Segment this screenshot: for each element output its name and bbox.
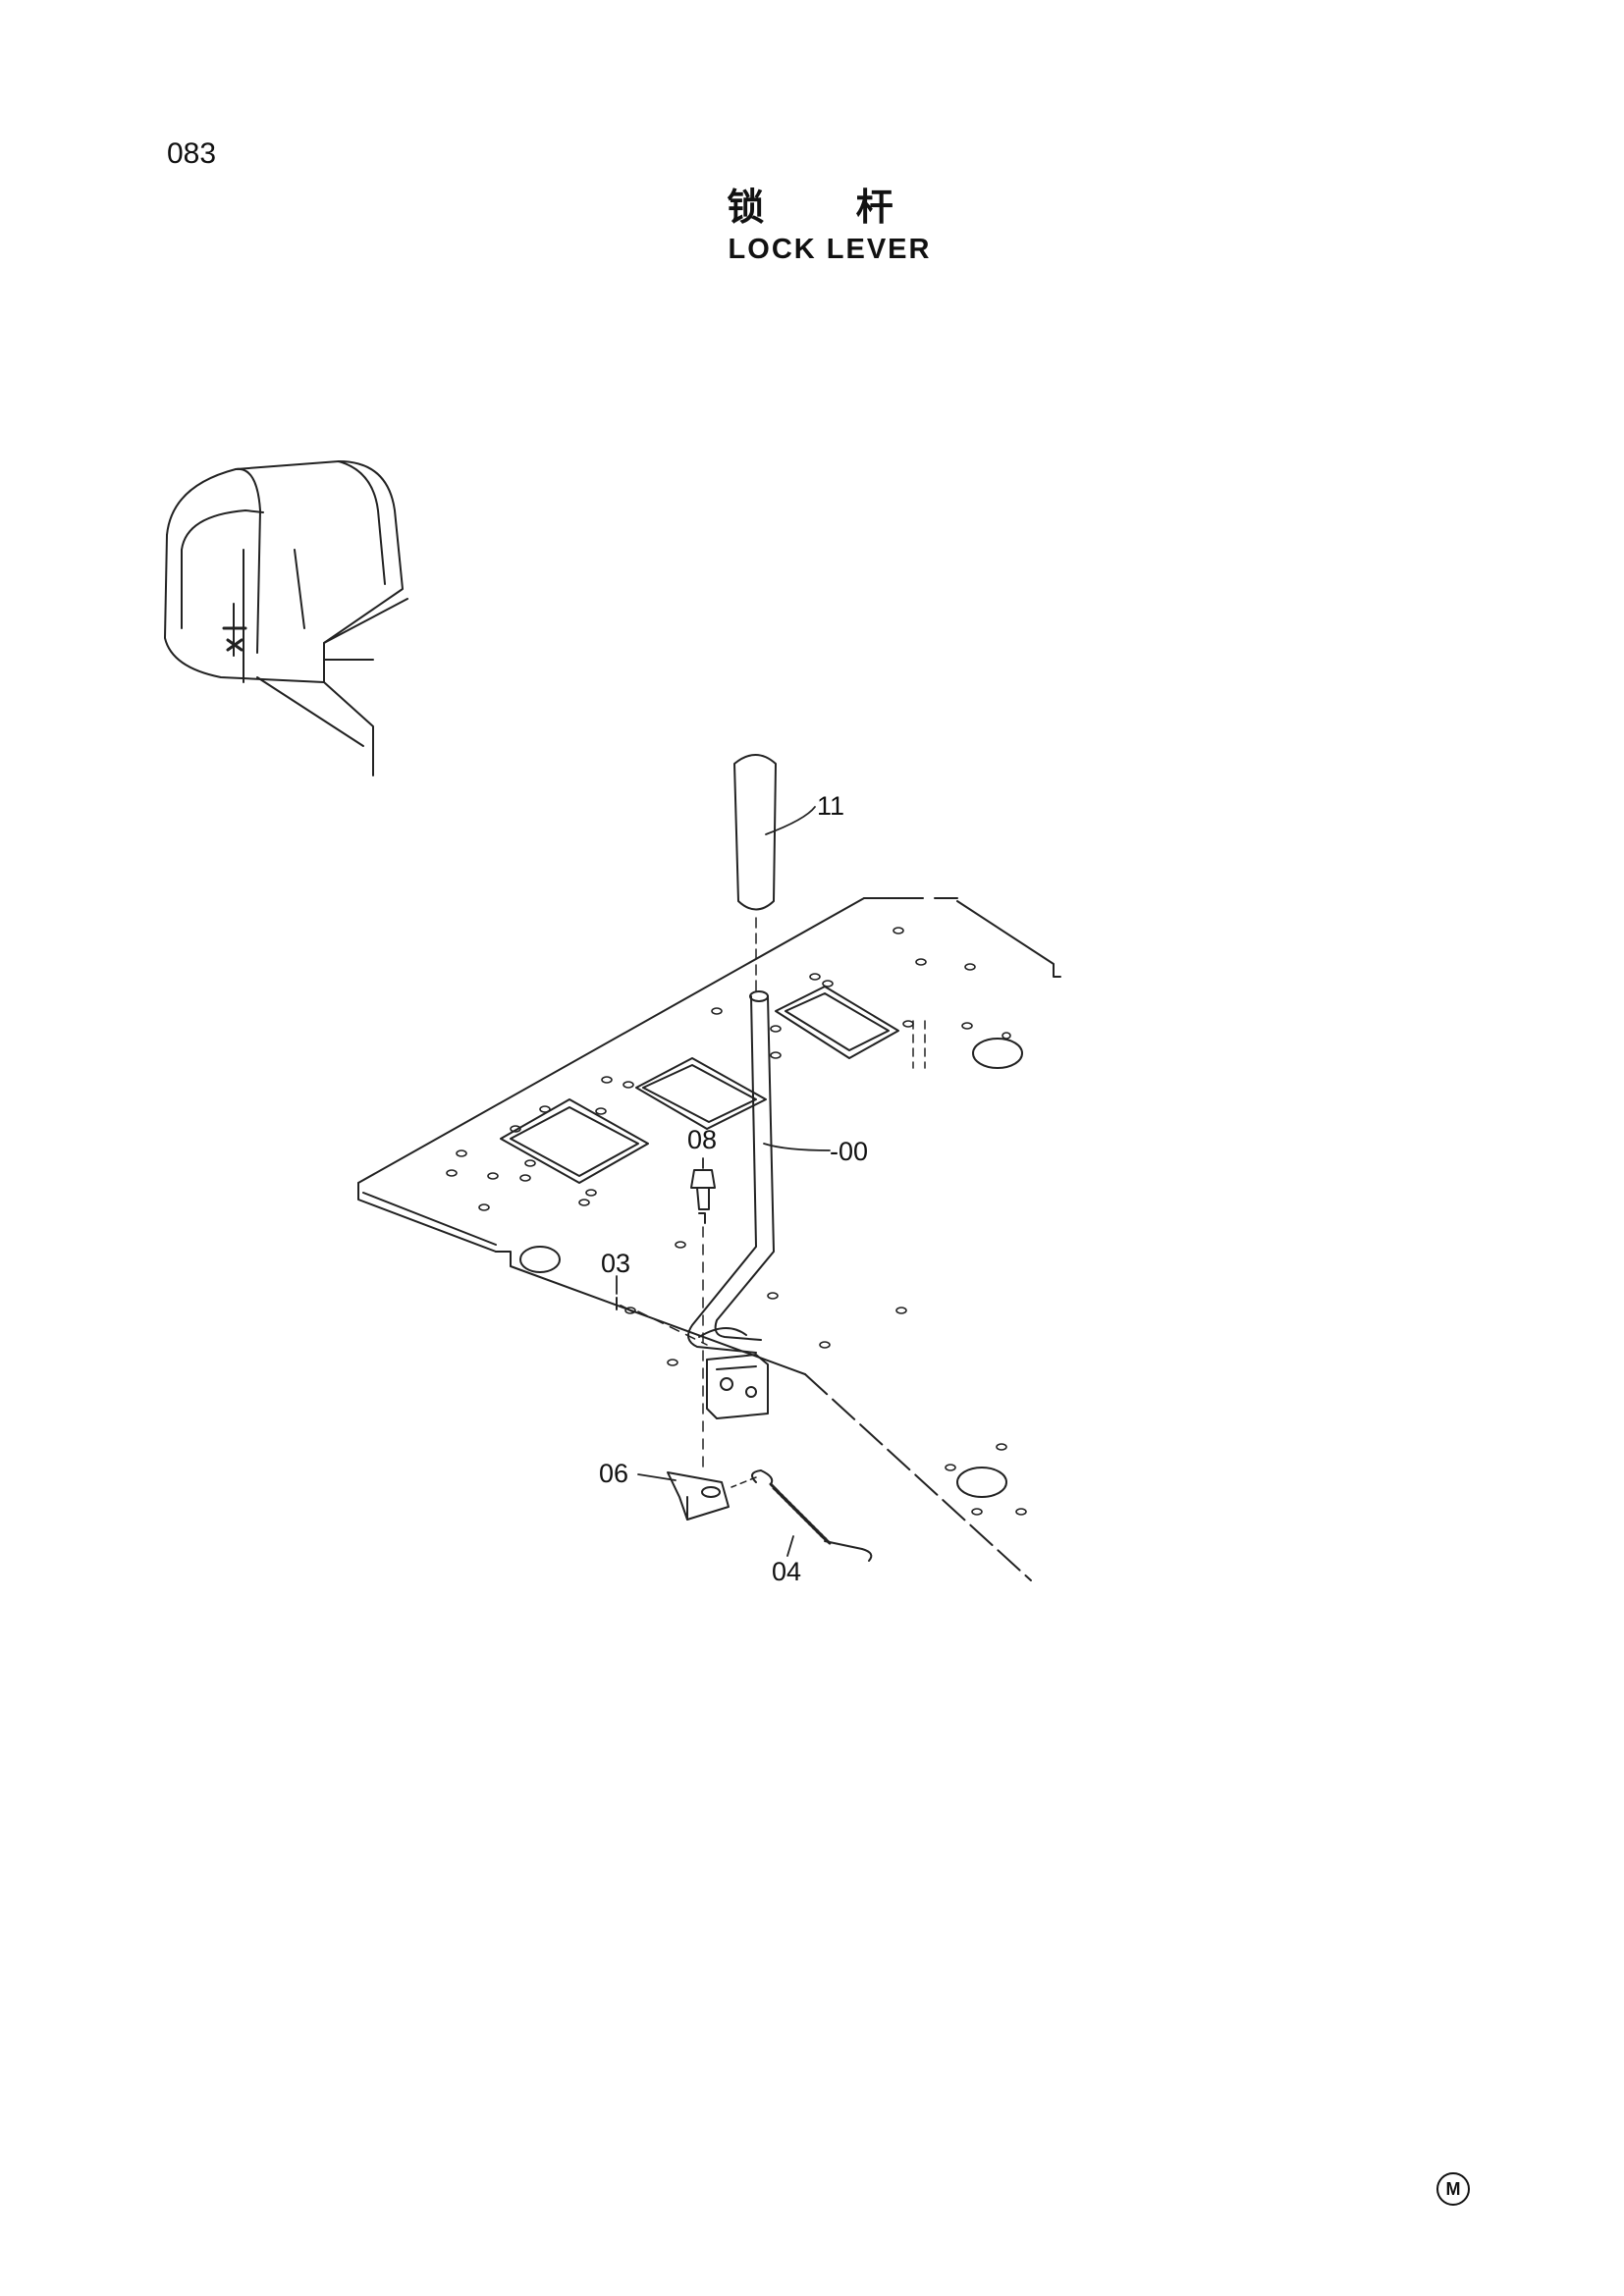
model-mark-icon: M [1436,2172,1470,2206]
plate [667,1471,730,1521]
callout-04: 04 [772,1557,801,1586]
callout-leaders [616,806,831,1557]
grip [733,754,777,992]
callout-11: 11 [817,791,844,821]
bolt [690,1169,716,1473]
pin [616,1297,708,1346]
page-title-chinese: 锁 杆 [727,186,933,229]
page-title: LOCK LEVER [728,234,932,265]
spring [731,1469,873,1562]
page-number: 083 [167,137,217,170]
callout-08: 08 [687,1125,717,1154]
cab-locator-illustration [164,460,408,776]
lock-lever [687,990,775,1354]
lever-bracket [706,1354,769,1419]
callout-00: -00 [830,1137,868,1166]
floor-plate [357,897,1061,1581]
callout-06: 06 [599,1459,628,1488]
callout-03: 03 [601,1249,630,1278]
